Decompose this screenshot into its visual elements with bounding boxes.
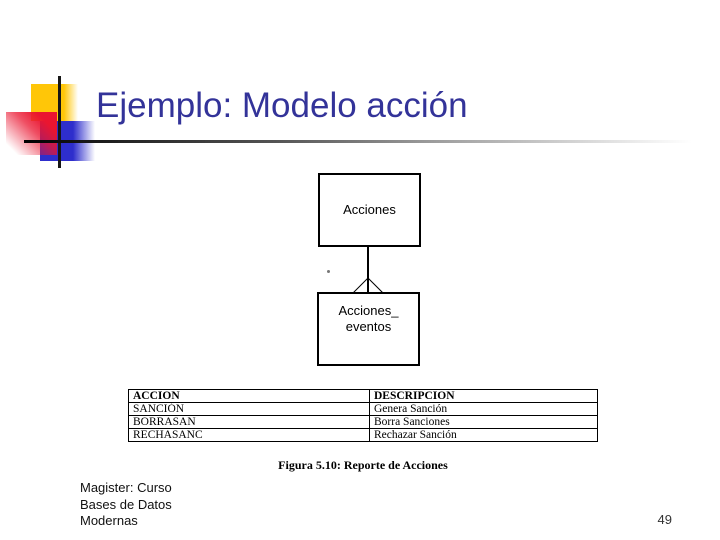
entity-box-acciones-eventos-label-line2: eventos	[345, 319, 392, 334]
page-number: 49	[657, 512, 672, 527]
table-header-row: ACCION DESCRIPCION	[128, 389, 598, 403]
table-header-descripcion: DESCRIPCION	[369, 389, 598, 403]
cell-accion: RECHASANC	[128, 428, 370, 442]
entity-box-acciones-eventos-label-line1: Acciones_	[338, 303, 399, 318]
title-underline	[24, 140, 692, 143]
entity-box-acciones-eventos: Acciones_ eventos	[317, 292, 420, 366]
slide-title: Ejemplo: Modelo acción	[96, 86, 468, 125]
entity-box-acciones-label: Acciones	[343, 202, 396, 217]
cell-accion: SANCIÓN	[128, 402, 370, 416]
table-row: BORRASAN Borra Sanciones	[128, 415, 598, 429]
footer-line-3: Modernas	[80, 513, 138, 528]
report-table: ACCION DESCRIPCION SANCIÓN Genera Sanció…	[128, 389, 598, 442]
table-row: SANCIÓN Genera Sanción	[128, 402, 598, 416]
decoration-red-square	[6, 112, 57, 155]
table-row: RECHASANC Rechazar Sanción	[128, 428, 598, 442]
figure-caption: Figura 5.10: Reporte de Acciones	[278, 458, 448, 472]
connector-crow-foot	[352, 245, 384, 294]
connector-dot	[327, 270, 330, 273]
cell-accion: BORRASAN	[128, 415, 370, 429]
cell-descripcion: Genera Sanción	[369, 402, 598, 416]
table-header-accion: ACCION	[128, 389, 370, 403]
cell-descripcion: Rechazar Sanción	[369, 428, 598, 442]
footer-line-1: Magister: Curso	[80, 480, 172, 495]
footer-line-2: Bases de Datos	[80, 496, 172, 512]
decoration-vertical-line	[58, 76, 61, 168]
cell-descripcion: Borra Sanciones	[369, 415, 598, 429]
entity-box-acciones: Acciones	[318, 173, 421, 247]
footer: Magister: Curso Bases de Datos Modernas	[80, 480, 172, 530]
